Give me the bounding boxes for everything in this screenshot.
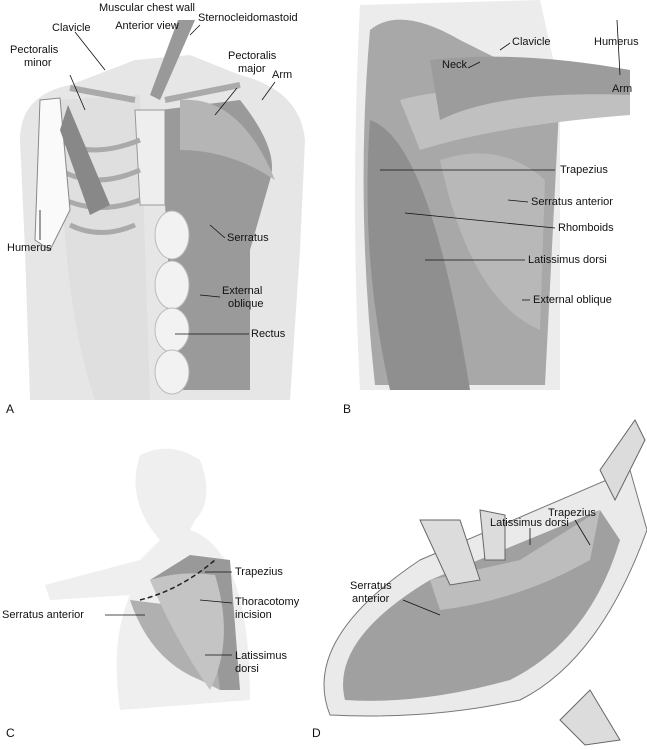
label-trapezius-b: Trapezius [560,164,608,176]
label-pectoralis-minor-2: minor [24,57,52,69]
label-external-oblique-b: External oblique [533,294,612,306]
label-latissimus-c-2: dorsi [235,663,259,675]
label-clavicle-b: Clavicle [512,36,551,48]
label-rhomboids: Rhomboids [558,222,614,234]
label-external-oblique-a-2: oblique [228,298,264,310]
label-external-oblique-a-1: External [222,285,263,297]
label-sternocleidomastoid: Sternocleidomastoid [198,12,298,24]
label-latissimus-dorsi-d: Latissimus dorsi [490,517,569,529]
panel-a-illustration [20,20,305,400]
label-arm-b: Arm [612,83,633,95]
label-serratus-anterior-b: Serratus anterior [531,196,613,208]
panel-d-illustration [323,419,647,746]
panel-a-subtitle: Anterior view [115,20,179,32]
label-serratus-anterior-c: Serratus anterior [2,609,84,621]
label-thoracotomy-1: Thoracotomy [235,596,300,608]
label-trapezius-d: Trapezius [548,507,596,519]
label-humerus-a: Humerus [7,242,52,254]
label-pectoralis-minor-1: Pectoralis [10,44,59,56]
panel-a-title: Muscular chest wall [99,2,195,14]
label-neck: Neck [442,59,468,71]
label-serratus-anterior-d-2: anterior [352,593,390,605]
panel-b-illustration [355,0,630,390]
panel-letter-d: D [312,726,321,740]
label-rectus: Rectus [251,328,286,340]
label-arm-a: Arm [272,69,293,81]
label-pectoralis-major-1: Pectoralis [228,50,277,62]
label-serratus-anterior-d-1: Serratus [350,580,392,592]
panel-letter-c: C [6,726,15,740]
label-clavicle-a: Clavicle [52,22,91,34]
label-humerus-b: Humerus [594,36,639,48]
panel-letter-a: A [6,402,15,416]
label-pectoralis-major-2: major [238,63,266,75]
panel-letter-b: B [343,402,352,416]
label-latissimus-c-1: Latissimus [235,650,287,662]
label-trapezius-c: Trapezius [235,566,283,578]
label-thoracotomy-2: incision [235,609,272,621]
panel-c-illustration [45,448,250,710]
label-serratus: Serratus [227,232,269,244]
leader-lines [39,19,621,656]
label-latissimus-dorsi-b: Latissimus dorsi [528,254,607,266]
